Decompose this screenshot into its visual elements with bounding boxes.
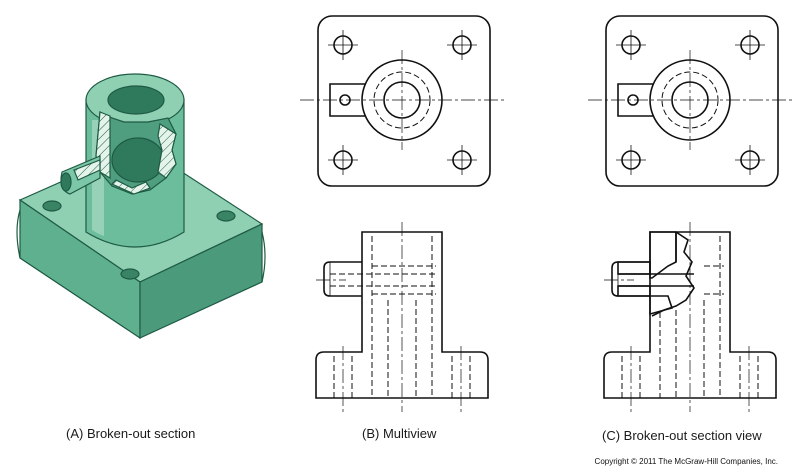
corner-holes [333,35,472,170]
front-view [315,222,489,412]
caption-broken-out-section-view: (C) Broken-out section view [602,428,762,443]
top-view-c [588,15,793,187]
base-hole-right [216,210,236,222]
copyright-notice: Copyright © 2011 The McGraw-Hill Compani… [594,457,778,466]
cylinder-bore [107,85,165,115]
top-view [300,15,505,187]
multiview [300,15,505,412]
base-hole-left [42,200,62,212]
base-hole-front [120,268,140,280]
caption-multiview: (B) Multiview [362,426,437,441]
section-hatch [649,231,677,279]
isometric-broken-out-view [16,73,266,340]
section-face-right [157,123,177,179]
front-view-c [603,222,777,412]
caption-broken-out-section: (A) Broken-out section [66,426,196,441]
broken-out-section-view [588,15,793,412]
